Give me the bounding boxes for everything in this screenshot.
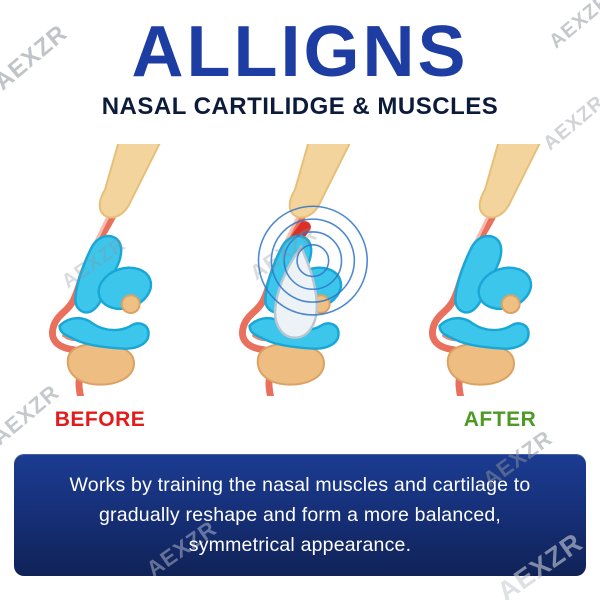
description-text: Works by training the nasal muscles and … — [69, 473, 531, 557]
nose-diagram-treatment — [216, 144, 384, 396]
nose-diagram-after — [406, 144, 574, 396]
nose-diagrams-row — [0, 144, 600, 396]
after-label: AFTER — [463, 408, 537, 431]
labels-row: BEFORE AFTER — [0, 408, 600, 432]
page-subtitle: NASAL CARTILIDGE & MUSCLES — [101, 93, 499, 120]
description-box: Works by training the nasal muscles and … — [14, 454, 586, 576]
page-title: ALLIGNS — [131, 12, 469, 92]
nose-diagram-before — [26, 144, 194, 396]
target-rings-icon — [257, 205, 368, 316]
header: ALLIGNS NASAL CARTILIDGE & MUSCLES — [0, 0, 600, 122]
before-label: BEFORE — [54, 408, 146, 431]
labels-spacer — [200, 408, 400, 432]
